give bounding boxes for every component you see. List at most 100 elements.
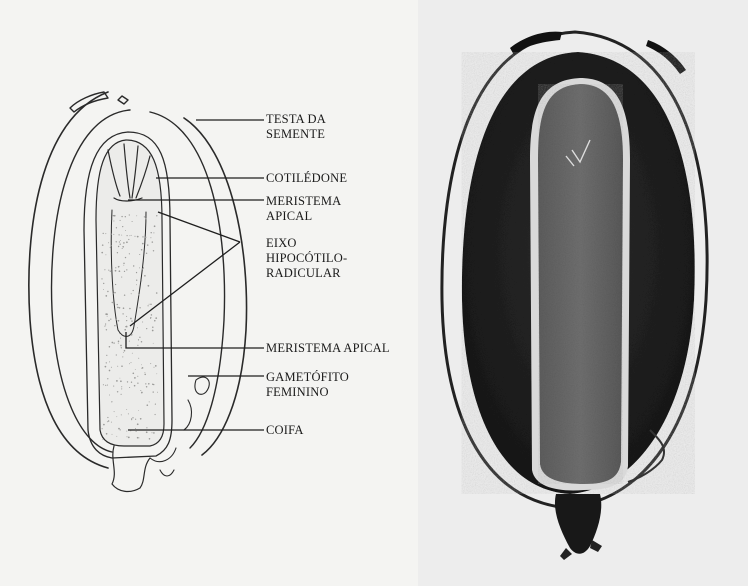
stipple-dot — [114, 215, 116, 217]
stipple-dot — [114, 292, 116, 294]
stipple-dot — [117, 324, 118, 325]
stipple-dot — [155, 365, 157, 367]
stipple-dot — [115, 270, 117, 272]
stipple-dot — [146, 431, 148, 433]
stipple-dot — [112, 293, 113, 294]
stipple-dot — [102, 439, 103, 440]
stipple-dot — [139, 254, 140, 255]
stipple-dot — [149, 438, 151, 440]
stipple-dot — [152, 241, 153, 242]
stipple-dot — [126, 436, 127, 437]
stipple-dot — [126, 431, 127, 432]
stipple-dot — [119, 378, 120, 379]
stipple-dot — [107, 378, 108, 379]
label-meristema-apical-bottom: MERISTEMA APICAL — [266, 341, 390, 356]
stipple-dot — [132, 417, 133, 418]
stipple-dot — [133, 290, 134, 291]
stipple-dot — [144, 372, 145, 373]
stipple-dot — [148, 285, 150, 287]
label-line: MERISTEMA — [266, 194, 341, 209]
stipple-dot — [119, 307, 121, 309]
stipple-dot — [124, 294, 125, 295]
label-line: COIFA — [266, 423, 304, 438]
stipple-dot — [126, 316, 127, 317]
stipple-dot — [146, 427, 147, 428]
stipple-dot — [122, 248, 123, 249]
stipple-dot — [118, 246, 119, 247]
stipple-dot — [146, 218, 147, 219]
stipple-dot — [137, 437, 139, 439]
stipple-dot — [106, 362, 107, 363]
stipple-dot — [116, 354, 117, 355]
stipple-dot — [108, 320, 110, 322]
stipple-dot — [112, 302, 113, 303]
stipple-dot — [142, 321, 143, 322]
label-line: APICAL — [266, 209, 341, 224]
stipple-dot — [134, 236, 135, 237]
stipple-dot — [150, 317, 151, 318]
stipple-dot — [115, 319, 117, 321]
stipple-dot — [140, 390, 141, 391]
stipple-dot — [125, 230, 126, 231]
stipple-dot — [142, 367, 144, 369]
stipple-dot — [138, 437, 139, 438]
stipple-dot — [133, 265, 134, 266]
stipple-dot — [152, 326, 153, 327]
stipple-dot — [157, 392, 158, 393]
stipple-dot — [136, 272, 137, 273]
label-line: COTILÉDONE — [266, 171, 347, 186]
stipple-dot — [138, 358, 139, 359]
stipple-dot — [123, 263, 124, 264]
seed-drawing — [29, 92, 247, 491]
stipple-dot — [119, 241, 120, 242]
stipple-dot — [143, 268, 144, 269]
stipple-dot — [125, 326, 126, 327]
stipple-dot — [121, 347, 122, 348]
stipple-dot — [106, 355, 107, 356]
stipple-dot — [117, 391, 118, 392]
stipple-dot — [136, 431, 137, 432]
stipple-dot — [122, 356, 123, 357]
stipple-dot — [114, 325, 115, 326]
stipple-dot — [118, 234, 119, 235]
stipple-dot — [109, 346, 111, 348]
stipple-dot — [137, 423, 139, 425]
label-line: SEMENTE — [266, 127, 326, 142]
stipple-dot — [117, 304, 118, 305]
stipple-dot — [111, 269, 112, 270]
stipple-dot — [137, 327, 138, 328]
stipple-dot — [126, 241, 128, 243]
stipple-dot — [111, 367, 112, 368]
stipple-dot — [138, 294, 139, 295]
stipple-dot — [139, 307, 140, 308]
label-line: EIXO — [266, 236, 347, 251]
stipple-dot — [104, 326, 105, 327]
stipple-dot — [111, 401, 112, 402]
label-coifa: COIFA — [266, 423, 304, 438]
drawing-seed-coat-outer — [29, 92, 108, 468]
stipple-dot — [121, 235, 122, 236]
stipple-dot — [120, 380, 122, 382]
stipple-dot — [128, 437, 130, 439]
stipple-dot — [131, 362, 132, 363]
stipple-dot — [125, 216, 126, 217]
stipple-dot — [142, 243, 144, 245]
stipple-dot — [122, 246, 124, 248]
stipple-dot — [106, 433, 108, 435]
label-line: HIPOCÓTILO- — [266, 251, 347, 266]
stipple-dot — [112, 219, 113, 220]
stipple-dot — [151, 314, 153, 316]
micrograph-embryo — [538, 84, 623, 484]
stipple-dot — [151, 432, 152, 433]
stipple-dot — [105, 366, 107, 368]
stipple-dot — [113, 234, 114, 235]
stipple-dot — [113, 220, 114, 221]
stipple-dot — [110, 318, 111, 319]
stipple-dot — [137, 345, 138, 346]
stipple-dot — [153, 232, 154, 233]
stipple-dot — [121, 365, 123, 367]
stipple-dot — [114, 411, 115, 412]
stipple-dot — [123, 352, 124, 353]
stipple-dot — [105, 323, 106, 324]
stipple-dot — [118, 428, 120, 430]
